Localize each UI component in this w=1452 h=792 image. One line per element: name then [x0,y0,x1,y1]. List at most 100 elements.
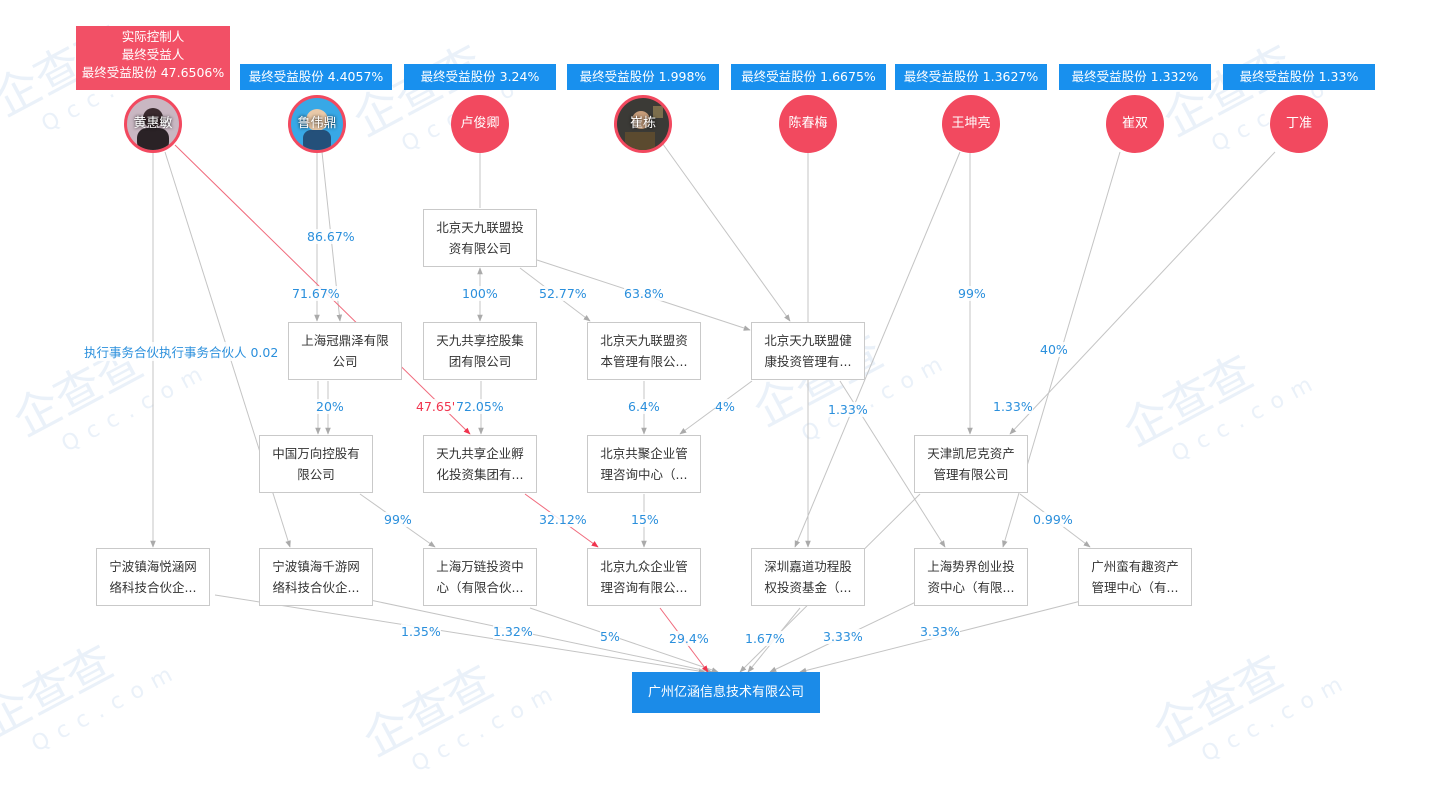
company-node[interactable]: 天津凯尼克资产管理有限公司 [914,435,1028,493]
company-name: 北京天九联盟资 [600,333,688,348]
company-node[interactable]: 宁波镇海千游网络科技合伙企... [259,548,373,606]
company-node[interactable]: 上海冠鼎泽有限公司 [288,322,402,380]
company-name: 络科技合伙企... [109,580,197,595]
company-name: 天九共享控股集 [436,333,524,348]
share-badge: 最终受益股份 1.3627% [895,64,1047,90]
edge [794,151,961,548]
controller-badge-line: 最终受益人 [121,47,185,62]
person-name: 卢俊卿 [460,116,500,131]
company-name: 管理中心（有... [1091,580,1179,595]
edge [1009,151,1276,435]
company-name: 化投资集团有... [436,467,524,482]
share-badge: 最终受益股份 4.4057% [240,64,392,90]
company-name: 资中心（有限... [927,580,1015,595]
company-node[interactable]: 北京九众企业管理咨询有限公... [587,548,701,606]
company-name: 中国万向控股有 [272,446,360,461]
company-name: 理咨询中心（... [600,467,688,482]
person-node[interactable]: 陈春梅 [779,95,837,153]
share-percent-label: 72.05% [456,399,504,414]
person-node[interactable]: 丁准 [1270,95,1328,153]
company-name: 团有限公司 [448,354,512,369]
company-name: 限公司 [297,467,335,482]
company-node[interactable]: 北京天九联盟健康投资管理有... [751,322,865,380]
person-name: 崔双 [1121,116,1148,131]
person-node[interactable]: 崔栋 [614,95,672,153]
share-percent-label: 99% [958,286,986,301]
company-name: 北京共聚企业管 [600,446,688,461]
company-node[interactable]: 天九共享控股集团有限公司 [423,322,537,380]
share-percent-label: 47.65' [416,399,456,414]
company-node[interactable]: 宁波镇海悦涵网络科技合伙企... [96,548,210,606]
company-name: 权投资基金（... [764,580,852,595]
company-node[interactable]: 广州蛮有趣资产管理中心（有... [1078,548,1192,606]
company-node[interactable]: 天九共享企业孵化投资集团有... [423,435,537,493]
company-name: 宁波镇海悦涵网 [109,559,197,574]
share-percent-label: 4% [715,399,735,414]
target-company[interactable]: 广州亿涵信息技术有限公司 [632,672,820,713]
company-node[interactable]: 上海势界创业投资中心（有限... [914,548,1028,606]
company-node[interactable]: 北京天九联盟资本管理有限公... [587,322,701,380]
share-percent-label: 1.67% [745,631,785,646]
share-percent-label: 40% [1040,342,1068,357]
company-name: 络科技合伙企... [272,580,360,595]
company-name: 本管理有限公... [600,354,688,369]
edge [214,594,706,674]
person-name: 崔栋 [629,116,656,131]
share-percent-label: 20% [316,399,344,414]
company-name: 管理有限公司 [933,467,1009,482]
company-name: 北京天九联盟健 [764,333,852,348]
share-percent-label: 32.12% [539,512,587,527]
share-percent-label: 1.32% [493,624,533,639]
share-percent-label: 99% [384,512,412,527]
person-node[interactable]: 鲁伟鼎 [288,95,346,153]
controller-badge: 实际控制人 最终受益人 最终受益股份 47.6506% [76,26,230,90]
person-name: 丁准 [1285,116,1312,131]
share-percent-label: 5% [600,629,620,644]
controller-badge-line: 最终受益股份 47.6506% [81,65,225,80]
share-percent-label: 29.4% [669,631,709,646]
company-name: 理咨询有限公... [600,580,688,595]
share-percent-label: 52.77% [539,286,587,301]
edge [369,599,713,674]
share-percent-label: 1.35% [401,624,441,639]
company-node[interactable]: 中国万向控股有限公司 [259,435,373,493]
company-name: 北京天九联盟投 [436,220,524,235]
share-percent-label: 63.8% [624,286,664,301]
company-name: 上海势界创业投 [927,559,1015,574]
share-percent-label: 3.33% [920,624,960,639]
company-node[interactable]: 北京天九联盟投资有限公司 [423,209,537,267]
person-node[interactable]: 崔双 [1106,95,1164,153]
person-node[interactable]: 王坤亮 [942,95,1000,153]
company-name: 北京九众企业管 [600,559,688,574]
company-name: 宁波镇海千游网 [272,559,360,574]
person-node[interactable]: 黄惠敏 [124,95,182,153]
person-node[interactable]: 卢俊卿 [451,95,509,153]
share-percent-label: 0.99% [1033,512,1073,527]
share-percent-label: 86.67% [307,229,355,244]
company-name: 深圳嘉道功程股 [764,559,852,574]
share-badge: 最终受益股份 1.6675% [731,64,886,90]
company-node[interactable]: 深圳嘉道功程股权投资基金（... [751,548,865,606]
company-name: 资有限公司 [448,241,512,256]
share-percent-label: 15% [631,512,659,527]
share-percent-label: 1.33% [828,402,868,417]
edge [529,607,719,673]
company-name: 上海冠鼎泽有限 [301,333,389,348]
company-node[interactable]: 北京共聚企业管理咨询中心（... [587,435,701,493]
avatar [127,98,179,150]
company-name: 广州蛮有趣资产 [1091,559,1179,574]
company-name: 天津凯尼克资产 [927,446,1015,461]
company-name: 康投资管理有... [764,354,852,369]
share-percent-label: 100% [462,286,498,301]
share-percent-label: 1.33% [993,399,1033,414]
edges-layer [150,139,1276,674]
edge [659,139,791,322]
company-name: 公司 [332,354,358,369]
person-name: 陈春梅 [788,116,828,131]
share-badge: 最终受益股份 1.332% [1059,64,1211,90]
share-percent-label: 71.67% [292,286,340,301]
company-node[interactable]: 上海万链投资中心（有限合伙... [423,548,537,606]
share-percent-label: 6.4% [628,399,660,414]
share-badge: 最终受益股份 1.998% [567,64,719,90]
